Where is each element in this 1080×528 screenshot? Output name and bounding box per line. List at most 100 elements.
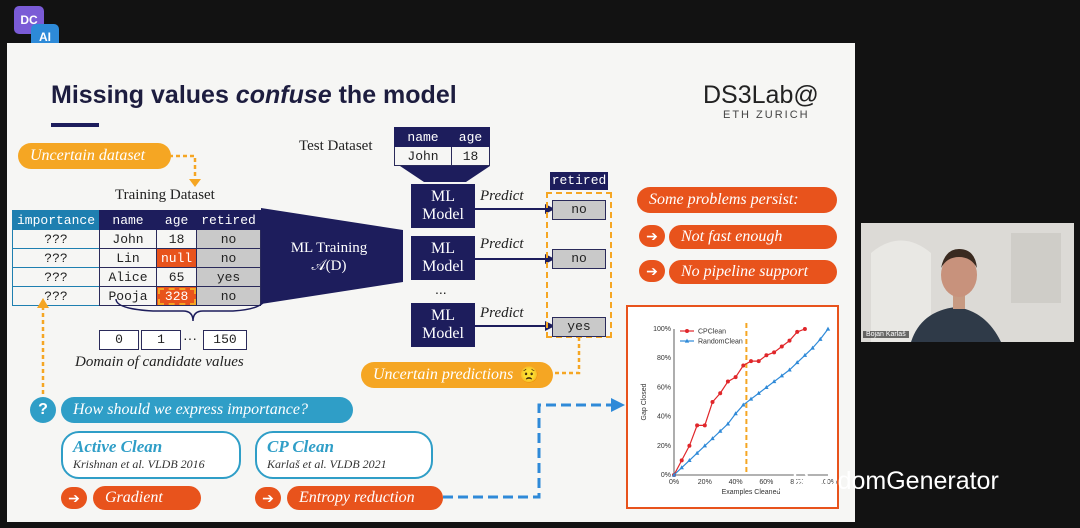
prediction-cell: yes xyxy=(552,317,606,337)
test-funnel xyxy=(400,166,490,182)
x-axis-label: Examples Cleaned xyxy=(722,489,781,496)
data-point xyxy=(810,345,815,350)
data-point xyxy=(756,390,761,395)
cell: Lin xyxy=(99,248,157,268)
ml-training-label: ML Training 𝒜(D) xyxy=(271,239,387,275)
y-tick-label: 100% xyxy=(653,326,671,333)
table-row: John 18 xyxy=(394,146,490,166)
data-point xyxy=(695,423,700,428)
importance-cell: ??? xyxy=(11,286,101,306)
ml-training-block xyxy=(261,208,403,304)
data-point xyxy=(795,329,800,334)
prediction-cell: no xyxy=(552,200,606,220)
x-tick-label: 100% xyxy=(819,479,837,486)
title-underline xyxy=(51,123,99,127)
data-point xyxy=(710,436,715,441)
x-tick-label: 40% xyxy=(729,479,743,486)
data-point xyxy=(748,396,754,401)
x-tick-label: 20% xyxy=(698,479,712,486)
candidate-value: 150 xyxy=(203,330,247,350)
table-row: Alice 65 yes xyxy=(99,267,261,287)
model-label: ML xyxy=(431,240,455,257)
data-point xyxy=(725,421,731,426)
data-point xyxy=(718,428,723,433)
data-point xyxy=(779,344,784,349)
card-citation: Krishnan et al. VLDB 2016 xyxy=(73,457,205,471)
predict-label: Predict xyxy=(480,236,524,252)
training-dataset-label: Training Dataset xyxy=(115,187,215,203)
ml-training-line1: ML Training xyxy=(290,240,368,256)
card-title: Active Clean xyxy=(73,437,163,456)
cp-clean-card: CP Clean Karlaš et al. VLDB 2021 xyxy=(255,431,433,479)
data-point xyxy=(725,379,730,384)
slide-title: Missing values confuse the model xyxy=(51,81,457,110)
data-point xyxy=(764,385,769,389)
col-name: name xyxy=(394,127,452,147)
prediction-cell: no xyxy=(552,249,606,269)
y-tick-label: 80% xyxy=(657,355,671,362)
data-point xyxy=(825,326,831,331)
data-point xyxy=(749,359,753,364)
card-title: CP Clean xyxy=(267,437,334,456)
y-tick-label: 20% xyxy=(657,443,671,450)
x-tick-label: 60% xyxy=(759,479,773,486)
results-chart: 0%20%40%60%80%100%0%20%40%60%80%100%Exam… xyxy=(641,323,837,496)
problem-item: No pipeline support xyxy=(669,260,837,284)
data-point xyxy=(733,411,738,416)
table-row: John 18 no xyxy=(99,229,261,249)
data-point xyxy=(756,359,761,364)
model-label: ML xyxy=(431,307,455,324)
data-point xyxy=(818,336,823,341)
table-row: Pooja 328 no xyxy=(99,286,261,306)
results-chart-frame: 0%20%40%60%80%100%0%20%40%60%80%100%Exam… xyxy=(626,305,839,509)
predict-label: Predict xyxy=(480,305,524,321)
importance-cell: ??? xyxy=(11,229,101,249)
title-suffix: the model xyxy=(331,81,457,109)
legend-label: CPClean xyxy=(698,329,726,336)
question-icon: ? xyxy=(30,397,56,423)
speaker-figure xyxy=(861,223,1074,342)
importance-cell: ??? xyxy=(11,248,101,268)
ml-training-line2: 𝒜(D) xyxy=(311,258,347,274)
worried-face-icon: 😟 xyxy=(519,367,540,384)
legend-marker xyxy=(685,329,689,333)
data-point xyxy=(679,465,684,470)
importance-table: importance ??? ??? ??? ??? xyxy=(11,210,101,306)
method-entropy: Entropy reduction xyxy=(287,486,443,510)
arrow-right-icon: ➔ xyxy=(61,487,87,509)
brand-ds3lab: DS3Lab@ xyxy=(703,81,819,109)
card-citation: Karlaš et al. VLDB 2021 xyxy=(267,457,387,471)
active-clean-card: Active Clean Krishnan et al. VLDB 2016 xyxy=(61,431,241,479)
data-point xyxy=(771,379,777,384)
data-point xyxy=(779,373,784,378)
legend-label: RandomClean xyxy=(698,339,743,346)
question-pill: How should we express importance? xyxy=(61,397,353,423)
legend-marker xyxy=(684,338,690,343)
test-table: name age John 18 xyxy=(394,127,490,166)
uncertain-dataset-pill: Uncertain dataset xyxy=(18,143,171,169)
arrow-right-icon: ➔ xyxy=(639,260,665,282)
candidate-label: Domain of candidate values xyxy=(75,354,244,370)
watermark-text: RandomGenerator xyxy=(791,467,999,495)
dashed-link-predictions xyxy=(553,337,581,375)
data-point xyxy=(787,367,792,372)
model-label: Model xyxy=(422,325,464,342)
model-label: ML xyxy=(431,188,455,205)
cell: no xyxy=(196,286,261,306)
candidate-value: 1 xyxy=(141,330,181,350)
data-point xyxy=(733,375,738,380)
arrow-right-icon: ➔ xyxy=(255,487,281,509)
watermark: ◎RandomGenerator xyxy=(772,467,999,496)
shared-slide: Missing values confuse the model DS3Lab@… xyxy=(7,43,855,522)
uncertain-predictions-pill: Uncertain predictions 😟 xyxy=(361,362,553,388)
cell: Pooja xyxy=(99,286,157,306)
x-tick-label: 80% xyxy=(790,479,804,486)
data-point xyxy=(718,391,723,396)
cell: yes xyxy=(196,267,261,287)
cell: John xyxy=(394,146,452,166)
title-prefix: Missing values xyxy=(51,81,236,109)
title-emph: confuse xyxy=(235,81,332,109)
data-point xyxy=(671,472,677,477)
